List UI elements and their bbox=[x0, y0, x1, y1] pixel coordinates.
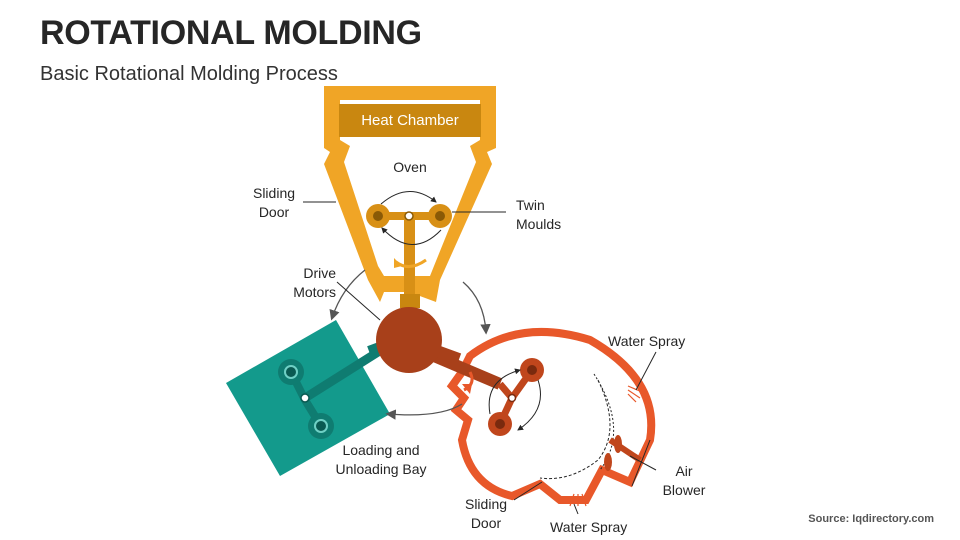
oven-chamber bbox=[324, 86, 496, 302]
oven-rotation-arrow-bottom bbox=[381, 227, 442, 245]
transfer-arrow-right bbox=[462, 281, 491, 335]
sliding-door-label-bottom: Sliding Door bbox=[464, 496, 508, 531]
cooling-chamber bbox=[446, 328, 656, 504]
cooling-rotation-arrow-right bbox=[517, 379, 541, 431]
drive-motors-label: Drive Motors bbox=[293, 265, 336, 300]
cooling-rotation-arrow-left bbox=[488, 368, 521, 415]
leader-drive-motors bbox=[336, 281, 381, 321]
air-blower-icon bbox=[604, 435, 651, 487]
transfer-arrow-left bbox=[329, 269, 366, 321]
transfer-arrow-bottom bbox=[385, 403, 463, 420]
twin-moulds-label: Twin Moulds bbox=[516, 197, 562, 232]
leader-sliding-door-bottom bbox=[513, 481, 543, 501]
water-spray-label-bottom: Water Spray bbox=[550, 519, 628, 535]
heat-chamber-box bbox=[339, 104, 481, 137]
cooling-twin-moulds bbox=[431, 350, 544, 436]
loading-bay bbox=[226, 320, 409, 476]
water-spray-top-icon bbox=[627, 385, 643, 403]
heat-chamber-label: Heat Chamber bbox=[361, 112, 459, 129]
cooling-chamber-door-dashes bbox=[539, 379, 611, 480]
oven-label: Oven bbox=[393, 159, 427, 175]
loading-bay-label: Loading and Unloading Bay bbox=[335, 442, 427, 477]
source-note: Source: Iqdirectory.com bbox=[808, 513, 934, 525]
page-subtitle: Basic Rotational Molding Process bbox=[40, 63, 338, 85]
oven-rotation-arrow-top bbox=[380, 191, 437, 205]
water-spray-label-top: Water Spray bbox=[608, 333, 686, 349]
sliding-door-label-left: Sliding Door bbox=[252, 185, 296, 220]
leader-air-blower bbox=[629, 455, 657, 471]
leader-water-spray-bottom bbox=[573, 503, 579, 515]
leader-water-spray-top bbox=[635, 351, 657, 391]
page-title: ROTATIONAL MOLDING bbox=[40, 14, 422, 52]
drive-motor-hub bbox=[376, 307, 462, 373]
oven-twin-moulds bbox=[366, 204, 452, 308]
water-spray-bottom-icon bbox=[569, 493, 587, 507]
air-blower-label: Air Blower bbox=[662, 463, 706, 498]
